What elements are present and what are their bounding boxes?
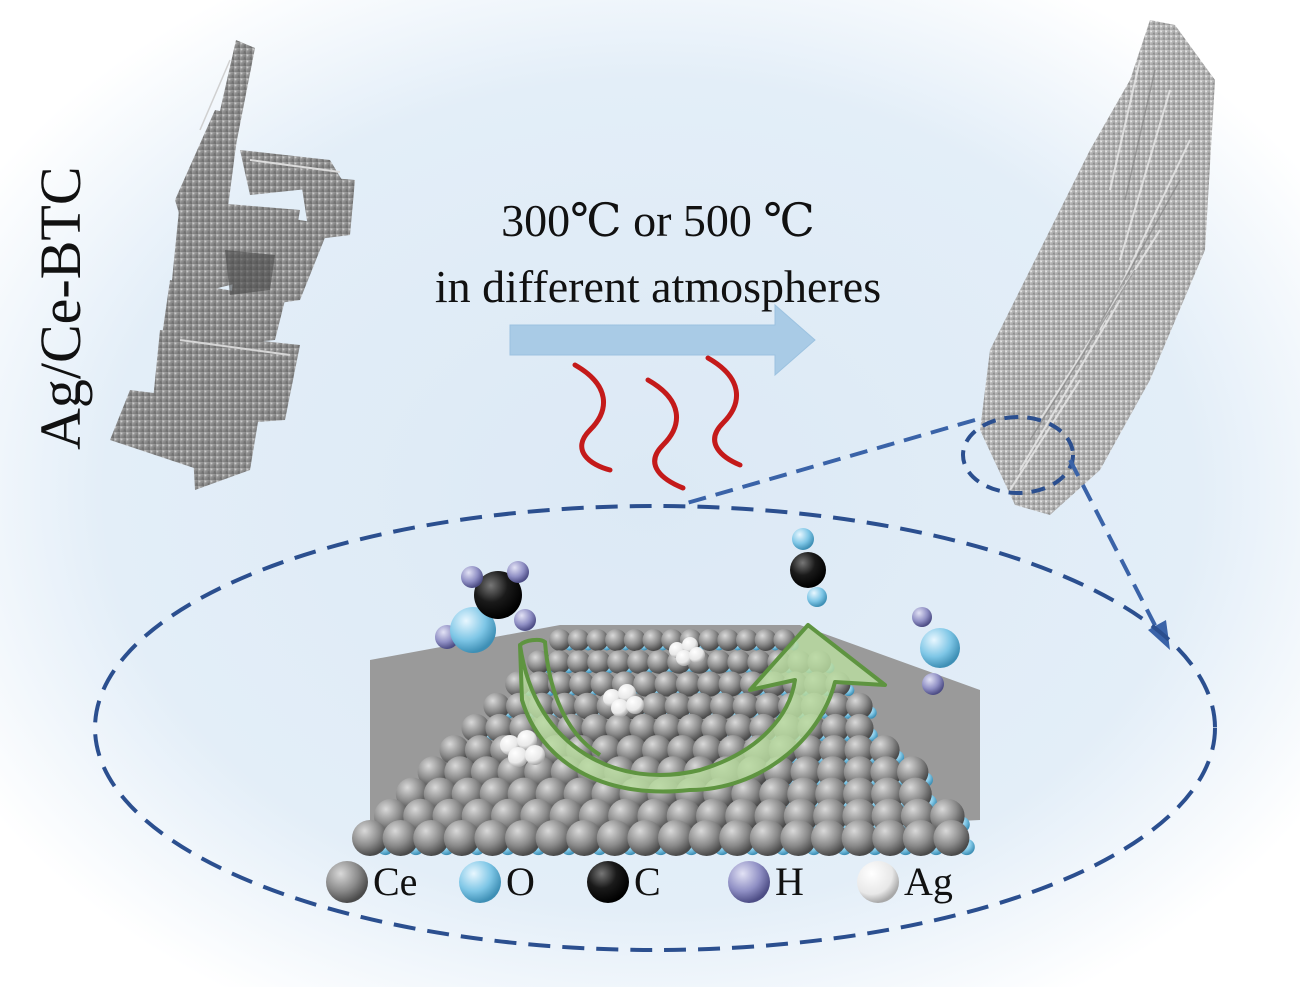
sem-image-left [110, 40, 355, 490]
legend-label-ce: Ce [373, 859, 417, 904]
ag-clusters [500, 637, 705, 767]
cerium-atom [535, 820, 572, 856]
cerium-atom [581, 713, 610, 743]
cerium-atom [443, 820, 480, 856]
zoom-region-circle [961, 415, 1075, 495]
cerium-atom [627, 820, 664, 856]
water-molecule [912, 607, 960, 695]
cerium-atom [586, 629, 609, 651]
cerium-atom [869, 735, 900, 765]
cerium-atom [675, 671, 702, 697]
cerium-atom [719, 820, 756, 856]
legend-swatch-c [587, 861, 629, 903]
legend-swatch-ce [326, 861, 368, 903]
cerium-atom [933, 820, 970, 856]
cerium-atom [627, 650, 651, 674]
cerium-atom [566, 820, 603, 856]
cerium-atom [574, 692, 601, 720]
atom-legend: Ce O C H Ag [326, 859, 953, 904]
heat-wave-icon [572, 355, 743, 491]
legend-label-h: H [775, 859, 804, 904]
cerium-atom [736, 629, 758, 651]
cerium-atom [688, 820, 725, 856]
cerium-atom [747, 650, 771, 674]
cerium-atom [382, 820, 419, 856]
cerium-atom [701, 713, 730, 743]
zoom-connector-lines [679, 418, 1162, 636]
cerium-atom [727, 650, 751, 674]
cerium-atom [725, 713, 754, 743]
cerium-atom [587, 650, 611, 674]
co2-molecule [790, 528, 827, 607]
cerium-atom [664, 692, 692, 720]
cerium-atom [780, 820, 817, 856]
cerium-atom [687, 692, 714, 720]
legend-swatch-h [728, 861, 770, 903]
cycle-arrow-tail [518, 637, 602, 757]
cerium-atom [547, 650, 571, 674]
cerium-atom [697, 671, 723, 697]
process-temperature: 300℃ or 500 ℃ [501, 195, 815, 246]
legend-swatch-ag [857, 861, 899, 903]
cerium-atom [654, 671, 680, 697]
cerium-atom [352, 820, 388, 856]
cerium-atom [677, 713, 706, 743]
cerium-atom [845, 713, 874, 743]
cerium-atom [629, 713, 658, 743]
methanol-molecule [435, 561, 536, 653]
cerium-atom [642, 692, 669, 720]
cerium-atom [846, 692, 873, 720]
cerium-atom [569, 671, 595, 697]
cerium-atom [567, 650, 591, 674]
sem-image-right [980, 20, 1215, 515]
cerium-atom [505, 820, 541, 856]
cerium-atom [819, 735, 849, 765]
cerium-atom [872, 820, 909, 856]
cerium-atom [549, 629, 571, 651]
cerium-atom [710, 692, 737, 720]
right-arrow-icon [509, 303, 816, 377]
cerium-atom [755, 692, 782, 720]
zoom-detail-ellipse [93, 504, 1217, 952]
process-atmosphere: in different atmospheres [435, 261, 881, 312]
sample-title-vertical: Ag/Ce-BTC [28, 166, 93, 450]
cycle-arrow-icon [518, 623, 887, 794]
cerium-atom [633, 671, 659, 697]
cerium-atom [698, 629, 721, 651]
cerium-atom [844, 735, 875, 765]
cerium-atom [707, 650, 731, 674]
cerium-atom [732, 692, 760, 720]
legend-swatch-o [459, 861, 501, 903]
cerium-atom [474, 820, 511, 856]
cerium-atom [607, 650, 631, 674]
cerium-atom [413, 820, 450, 856]
cerium-atom [647, 650, 671, 674]
legend-label-o: O [506, 859, 535, 904]
cerium-atom [642, 629, 665, 651]
cerium-atom [485, 713, 514, 743]
cerium-atom [605, 629, 628, 651]
cerium-atom [821, 713, 850, 743]
cerium-atom [483, 692, 511, 720]
cerium-atom [811, 820, 847, 856]
cerium-atom [718, 671, 744, 697]
cerium-atom [653, 713, 682, 743]
cerium-atom [658, 820, 694, 856]
cerium-atom [596, 820, 633, 856]
cerium-atom [567, 629, 590, 651]
cerium-atom [841, 820, 878, 856]
cerium-atom [754, 629, 777, 651]
cerium-atom [623, 629, 646, 651]
cerium-atom [749, 820, 786, 856]
cerium-atom [605, 713, 634, 743]
legend-label-ag: Ag [904, 859, 953, 904]
cerium-atom [902, 820, 939, 856]
cerium-atom [461, 713, 490, 743]
cerium-atom [717, 629, 740, 651]
ceria-surface [352, 625, 980, 856]
legend-label-c: C [634, 859, 661, 904]
